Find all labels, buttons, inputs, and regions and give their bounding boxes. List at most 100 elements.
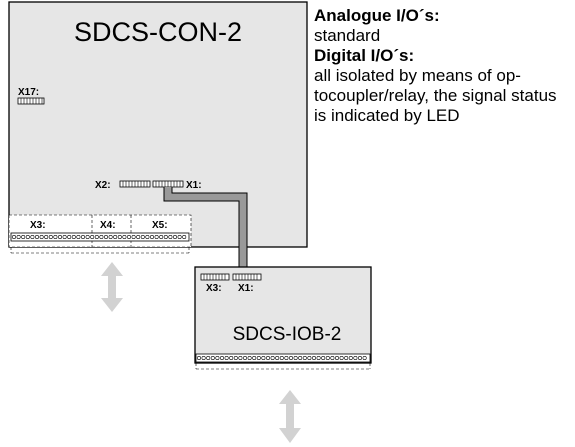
terminal-screw bbox=[150, 235, 155, 240]
terminal-screw bbox=[311, 355, 316, 360]
terminal-screw bbox=[117, 235, 122, 240]
ribbon-cable-fill bbox=[164, 187, 247, 273]
x4-label: X4: bbox=[100, 220, 116, 231]
terminal-screw bbox=[104, 235, 109, 240]
terminal-screw bbox=[136, 235, 141, 240]
terminal-screw bbox=[67, 235, 72, 240]
terminal-screws bbox=[12, 235, 187, 240]
terminal-screw bbox=[159, 235, 164, 240]
iob-board-title: SDCS-IOB-2 bbox=[233, 324, 342, 345]
x3-label: X3: bbox=[30, 220, 46, 231]
x17-pins bbox=[20, 98, 43, 104]
terminal-screw bbox=[238, 355, 243, 360]
terminal-screw bbox=[210, 355, 215, 360]
terminal-screw bbox=[197, 355, 202, 360]
terminal-screw bbox=[334, 355, 339, 360]
x17-connector bbox=[17, 97, 45, 105]
x2-pins bbox=[122, 181, 148, 187]
iob-board bbox=[194, 266, 372, 364]
terminal-screw bbox=[353, 355, 358, 360]
terminal-screw bbox=[108, 235, 113, 240]
x5-label: X5: bbox=[152, 220, 168, 231]
terminal-screw bbox=[206, 355, 211, 360]
double-arrow-left bbox=[101, 262, 123, 312]
terminal-screw bbox=[94, 235, 99, 240]
terminal-screw bbox=[279, 355, 284, 360]
terminal-area bbox=[8, 214, 192, 248]
terminal-screw bbox=[99, 235, 104, 240]
x1-pins bbox=[155, 181, 181, 187]
iob-x1-pins bbox=[235, 274, 258, 280]
analogue-text: standard bbox=[314, 26, 381, 45]
terminal-screw bbox=[173, 235, 178, 240]
terminal-screw bbox=[265, 355, 270, 360]
digital-text: all isolated by means of op-tocoupler/re… bbox=[314, 66, 557, 125]
terminal-screw bbox=[243, 355, 248, 360]
terminal-screw bbox=[76, 235, 81, 240]
terminal-screw bbox=[182, 235, 187, 240]
terminal-screw bbox=[113, 235, 118, 240]
iob-x3-pins bbox=[203, 274, 226, 280]
terminal-screw bbox=[62, 235, 67, 240]
terminal-screw bbox=[261, 355, 266, 360]
terminal-screw bbox=[34, 235, 39, 240]
con-board bbox=[8, 1, 308, 248]
iob-x3-connector bbox=[200, 273, 230, 281]
iob-terminal-screws bbox=[197, 355, 367, 360]
terminal-screw bbox=[307, 355, 312, 360]
con-board-title: SDCS-CON-2 bbox=[74, 17, 242, 47]
terminal-screw bbox=[293, 355, 298, 360]
terminal-screw bbox=[215, 355, 220, 360]
x2-label: X2: bbox=[95, 180, 111, 191]
terminal-screw bbox=[330, 355, 335, 360]
digital-heading: Digital I/O´s: bbox=[314, 46, 415, 65]
terminal-screw bbox=[256, 355, 261, 360]
terminal-screw bbox=[362, 355, 367, 360]
terminal-screw bbox=[90, 235, 95, 240]
terminal-screw bbox=[224, 355, 229, 360]
terminal-screw bbox=[298, 355, 303, 360]
terminal-screw bbox=[154, 235, 159, 240]
terminal-screw bbox=[53, 235, 58, 240]
terminal-screw bbox=[140, 235, 145, 240]
terminal-screw bbox=[284, 355, 289, 360]
terminal-screw bbox=[357, 355, 362, 360]
terminal-screw bbox=[321, 355, 326, 360]
terminal-screw bbox=[16, 235, 21, 240]
terminal-screw bbox=[25, 235, 30, 240]
terminal-screw bbox=[233, 355, 238, 360]
iob-terminal-strip bbox=[195, 353, 371, 363]
iob-x1-label: X1: bbox=[238, 283, 254, 294]
terminal-screw bbox=[127, 235, 132, 240]
terminal-screw bbox=[44, 235, 49, 240]
terminal-screw bbox=[247, 355, 252, 360]
terminal-screw bbox=[48, 235, 53, 240]
terminal-screw bbox=[122, 235, 127, 240]
x17-label: X17: bbox=[18, 87, 39, 98]
terminal-screw bbox=[252, 355, 257, 360]
terminal-screw bbox=[145, 235, 150, 240]
terminal-screw bbox=[229, 355, 234, 360]
terminal-screw bbox=[177, 235, 182, 240]
analogue-heading: Analogue I/O´s: bbox=[314, 6, 440, 25]
terminal-screw bbox=[275, 355, 280, 360]
terminal-screw bbox=[220, 355, 225, 360]
terminal-screw bbox=[325, 355, 330, 360]
terminal-screw bbox=[288, 355, 293, 360]
terminal-screw bbox=[201, 355, 206, 360]
terminal-screw bbox=[21, 235, 26, 240]
double-arrow-bottom bbox=[279, 390, 301, 443]
description-panel: Analogue I/O´s: standard Digital I/O´s: … bbox=[314, 6, 572, 126]
terminal-screw bbox=[163, 235, 168, 240]
terminal-screw bbox=[168, 235, 173, 240]
x1-label: X1: bbox=[186, 180, 202, 191]
iob-x3-label: X3: bbox=[206, 283, 222, 294]
terminal-screw bbox=[339, 355, 344, 360]
terminal-screw bbox=[85, 235, 90, 240]
terminal-screw bbox=[316, 355, 321, 360]
terminal-screw bbox=[57, 235, 62, 240]
iob-terminal-leads bbox=[195, 363, 371, 370]
terminal-screw bbox=[39, 235, 44, 240]
iob-x1-connector bbox=[232, 273, 262, 281]
terminal-screw bbox=[348, 355, 353, 360]
